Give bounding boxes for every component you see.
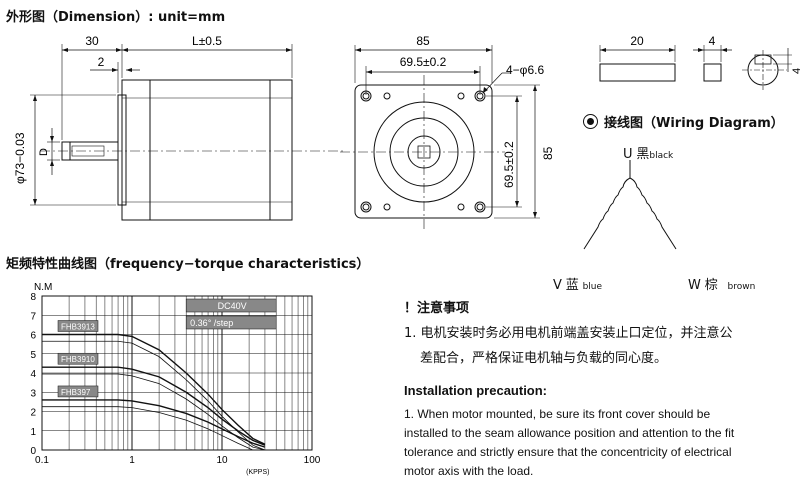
wiring-w-label: W 棕 brown bbox=[688, 278, 756, 293]
notes-en-line2: installed to the seam allowance position… bbox=[404, 426, 735, 440]
dim-2: 2 bbox=[98, 55, 105, 69]
wiring-v-label: V 蓝 blue bbox=[553, 278, 603, 293]
series-pullin-fhb3910 bbox=[42, 373, 266, 451]
series-label: FHB397 bbox=[61, 388, 91, 397]
dim-key-4-height: 4 bbox=[791, 68, 803, 74]
dim-key-4: 4 bbox=[709, 34, 716, 48]
key-end-view bbox=[703, 63, 722, 82]
notes-cn-line2: 差配合，严格保证电机轴与负载的同心度。 bbox=[420, 351, 668, 366]
series-label-box bbox=[57, 320, 99, 332]
front-view-outline bbox=[354, 84, 493, 219]
notes-cn-line1: 1. 电机安装时务必用电机前端盖安装止口定位，并注意公 bbox=[404, 326, 733, 341]
series-line-fhb397 bbox=[42, 399, 266, 448]
series-line-fhb3910 bbox=[42, 366, 266, 446]
series-label-box bbox=[57, 385, 99, 398]
notes-en-line4: motor axis with the load. bbox=[404, 464, 534, 478]
series-pullin-fhb397 bbox=[42, 406, 265, 451]
x-tick-label: 10 bbox=[216, 455, 228, 466]
condition-box-2 bbox=[185, 315, 277, 330]
notes-cn-heading: ！注意事项 bbox=[404, 301, 470, 316]
x-tick-label: 0.1 bbox=[35, 455, 49, 466]
series-label-box bbox=[57, 352, 99, 365]
torque-heading: 矩频特性曲线图（frequency−torque characteristics… bbox=[6, 257, 370, 272]
x-axis-label: (KPPS) bbox=[246, 469, 269, 476]
dimension-heading: 外形图（Dimension）: unit=mm bbox=[6, 10, 226, 25]
series-label: FHB3913 bbox=[61, 323, 95, 332]
dimension-drawing: 30 L±0.5 2 φ73−0.03 D bbox=[13, 34, 803, 250]
bullet-icon bbox=[583, 114, 598, 129]
dim-key-20: 20 bbox=[630, 34, 644, 48]
dim-dia: φ73−0.03 bbox=[13, 132, 27, 184]
notes-en-heading: Installation precaution: bbox=[404, 383, 548, 398]
notes-en-line3: tolerance and strictly ensure that the c… bbox=[404, 445, 732, 459]
y-tick-label: 2 bbox=[30, 408, 36, 419]
condition-step: 0.36° /step bbox=[190, 318, 233, 328]
series-label: FHB3910 bbox=[61, 355, 95, 364]
dim-69-width: 69.5±0.2 bbox=[400, 55, 447, 69]
dim-85-width: 85 bbox=[416, 34, 430, 48]
y-tick-label: 6 bbox=[30, 331, 36, 342]
notes-en-line1: 1. When motor mounted, be sure its front… bbox=[404, 407, 711, 421]
series-pullin-fhb3913 bbox=[42, 340, 266, 451]
y-axis-label: N.M bbox=[34, 282, 52, 293]
condition-box bbox=[185, 298, 277, 313]
torque-chart: 0 1 2 3 4 5 6 7 8 0.1 1 10 100 N.M (KPPS) DC40V 0.36° /s… bbox=[30, 282, 321, 476]
wiring-heading: 接线图（Wiring Diagram） bbox=[604, 116, 784, 131]
x-tick-label: 1 bbox=[129, 455, 135, 466]
y-tick-label: 7 bbox=[30, 311, 36, 322]
dim-30: 30 bbox=[85, 34, 99, 48]
dim-69-height: 69.5±0.2 bbox=[502, 141, 516, 188]
key-top-view bbox=[599, 63, 676, 82]
x-tick-label: 100 bbox=[304, 455, 321, 466]
y-tick-label: 1 bbox=[30, 427, 36, 438]
wiring-heading-row: 接线图（Wiring Diagram） bbox=[583, 112, 784, 131]
dim-L: L±0.5 bbox=[192, 34, 222, 48]
y-tick-label: 8 bbox=[30, 292, 36, 303]
y-tick-label: 4 bbox=[30, 369, 36, 380]
motor-body-outline bbox=[121, 79, 293, 221]
y-tick-label: 3 bbox=[30, 388, 36, 399]
condition-voltage: DC40V bbox=[218, 301, 247, 311]
dim-D: D bbox=[38, 148, 50, 156]
y-tick-label: 0 bbox=[30, 446, 36, 457]
dim-holes: 4−φ6.6 bbox=[506, 63, 544, 77]
y-tick-label: 5 bbox=[30, 350, 36, 361]
wiring-triangle bbox=[583, 160, 677, 250]
dim-85-height: 85 bbox=[541, 146, 555, 160]
wiring-u-label: U 黑black bbox=[623, 147, 674, 162]
series-line-fhb3913 bbox=[42, 333, 266, 445]
